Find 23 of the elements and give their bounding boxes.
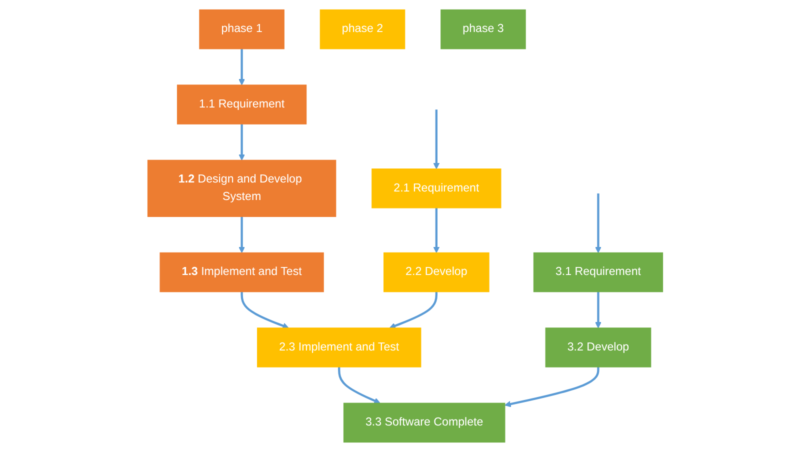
arrow bbox=[432, 110, 440, 170]
node-box: phase 1 bbox=[198, 9, 284, 50]
arrow bbox=[594, 193, 602, 254]
arrow bbox=[238, 216, 245, 254]
node-box: 2.1 Requirement bbox=[371, 168, 501, 208]
node-box: 2.2 Develop bbox=[383, 252, 490, 292]
node-box: 3.1 Requirement bbox=[533, 252, 663, 292]
node-box: phase 2 bbox=[320, 9, 405, 50]
arrow bbox=[240, 292, 289, 329]
arrow bbox=[504, 367, 600, 408]
node-box: 1.3 Implement and Test bbox=[159, 252, 324, 292]
node-box: 3.3 Software Complete bbox=[343, 402, 505, 443]
arrow bbox=[238, 124, 245, 160]
node-box: 1.1 Requirement bbox=[176, 84, 306, 124]
node-box: phase 3 bbox=[440, 9, 526, 50]
arrow bbox=[432, 208, 440, 254]
node-box: 2.3 Implement and Test bbox=[256, 328, 421, 368]
arrow bbox=[594, 292, 602, 328]
arrow bbox=[389, 292, 438, 329]
node-box: 1.2 Design and Develop System bbox=[147, 160, 336, 217]
node-box: 3.2 Develop bbox=[545, 328, 651, 368]
arrow bbox=[238, 48, 245, 86]
arrow bbox=[338, 367, 380, 404]
